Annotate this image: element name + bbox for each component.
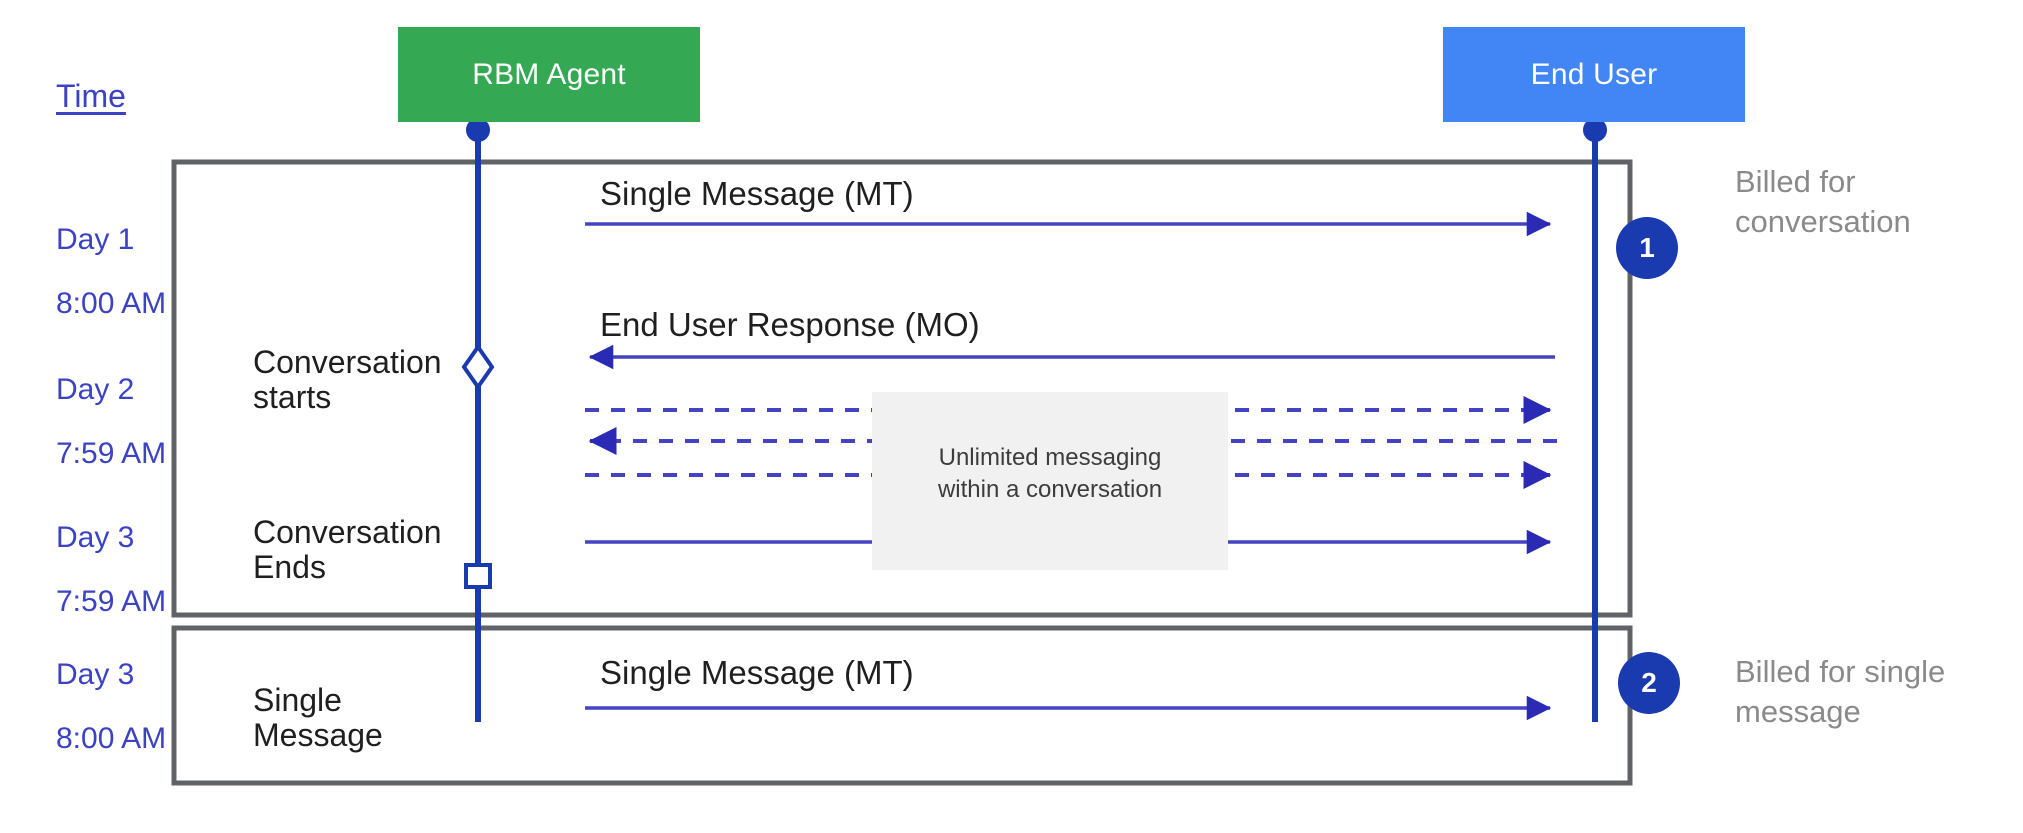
single-message-frame xyxy=(171,625,1633,786)
time-stamp-1-clock: 8:00 AM xyxy=(56,287,167,321)
phase-label-conversation-ends: Conversation Ends xyxy=(253,514,442,586)
conversation-start-diamond xyxy=(461,343,495,391)
unlimited-messaging-note-text: Unlimited messaging within a conversatio… xyxy=(937,444,1163,504)
time-stamp-3-clock: 7:59 AM xyxy=(56,585,167,619)
actor-header-rbm-agent-label: RBM Agent xyxy=(472,57,626,91)
time-stamp-1: Day 1 8:00 AM xyxy=(56,192,166,320)
message-label-single-message-mt-2: Single Message (MT) xyxy=(600,654,914,691)
phase-label-single-message: Single Message xyxy=(253,682,383,754)
billing-badge-2-number: 2 xyxy=(1641,667,1657,698)
time-stamp-3-day: Day 3 xyxy=(56,521,135,555)
billing-badge-2[interactable]: 2 xyxy=(1618,652,1680,714)
time-stamp-2-clock: 7:59 AM xyxy=(56,437,167,471)
time-stamp-4-day: Day 3 xyxy=(56,658,135,692)
time-stamp-4-clock: 8:00 AM xyxy=(56,722,167,756)
time-stamp-2-day: Day 2 xyxy=(56,373,135,407)
actor-header-end-user[interactable]: End User xyxy=(1443,27,1745,122)
conversation-end-square xyxy=(464,563,492,589)
time-stamp-4: Day 3 8:00 AM xyxy=(56,627,166,755)
actor-header-end-user-label: End User xyxy=(1530,57,1658,91)
phase-label-conversation-starts: Conversation starts xyxy=(253,344,442,416)
message-label-end-user-response-mo: End User Response (MO) xyxy=(600,306,980,343)
billing-note-1: Billed for conversation xyxy=(1735,164,1911,240)
actor-header-rbm-agent[interactable]: RBM Agent xyxy=(398,27,700,122)
unlimited-messaging-note-box xyxy=(872,392,1228,570)
billing-badge-1-number: 1 xyxy=(1639,232,1655,263)
time-stamp-2: Day 2 7:59 AM xyxy=(56,342,166,470)
time-stamp-1-day: Day 1 xyxy=(56,223,135,257)
billing-note-2: Billed for single message xyxy=(1735,654,1946,730)
time-stamp-3: Day 3 7:59 AM xyxy=(56,490,166,618)
time-column-header: Time xyxy=(56,78,126,114)
message-label-single-message-mt-1: Single Message (MT) xyxy=(600,175,914,212)
billing-badge-1[interactable]: 1 xyxy=(1616,217,1678,279)
